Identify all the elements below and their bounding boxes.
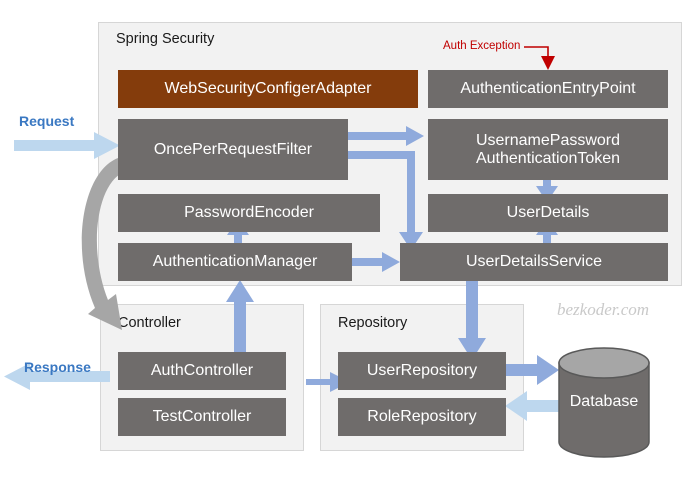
box-auth-controller[interactable]: AuthController [118, 352, 286, 390]
box-once-per-request-filter[interactable]: OncePerRequestFilter [118, 119, 348, 180]
label-response: Response [24, 359, 91, 375]
box-user-details-service[interactable]: UserDetailsService [400, 243, 668, 281]
database-label: Database [569, 393, 639, 410]
box-user-repository[interactable]: UserRepository [338, 352, 506, 390]
box-role-repository[interactable]: RoleRepository [338, 398, 506, 436]
box-password-encoder[interactable]: PasswordEncoder [118, 194, 380, 232]
token-label-line2: AuthenticationToken [475, 149, 621, 167]
box-test-controller[interactable]: TestController [118, 398, 286, 436]
box-authentication-manager[interactable]: AuthenticationManager [118, 243, 352, 281]
label-request: Request [19, 113, 75, 129]
panel-repository-title: Repository [338, 315, 408, 331]
watermark-bezkoder: bezkoder.com [557, 300, 650, 319]
panel-controller-title: Controller [118, 315, 181, 331]
token-label-line1: UsernamePassword [475, 132, 621, 150]
label-auth-exception: Auth Exception [443, 40, 521, 52]
box-web-security-configer-adapter[interactable]: WebSecurityConfigerAdapter [118, 70, 418, 108]
box-authentication-entry-point[interactable]: AuthenticationEntryPoint [428, 70, 668, 108]
box-username-password-authentication-token[interactable]: UsernamePassword AuthenticationToken [428, 119, 668, 180]
box-user-details[interactable]: UserDetails [428, 194, 668, 232]
panel-spring-security-title: Spring Security [116, 31, 215, 47]
